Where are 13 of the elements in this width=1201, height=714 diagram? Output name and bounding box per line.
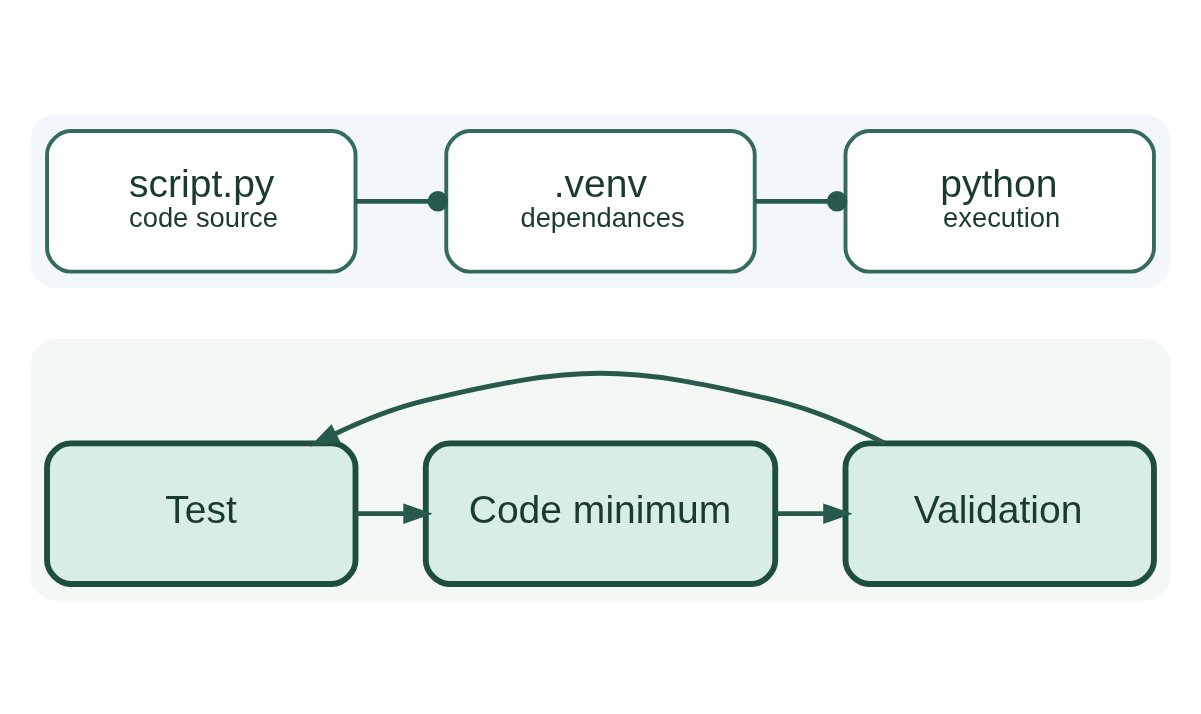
node-box: python execution (843, 128, 1156, 274)
cluster (30, 338, 1171, 601)
cluster (30, 113, 1171, 288)
arrow (309, 370, 886, 446)
node-box: Validation (842, 439, 1157, 587)
node-box: script.py code source (45, 128, 358, 274)
connector (754, 190, 848, 212)
node-box: Code minimum (422, 439, 779, 587)
arrow (775, 502, 853, 524)
connector (355, 190, 449, 212)
node-box: .venv dependances (444, 128, 757, 274)
arrow (355, 502, 433, 524)
node-box: Test (44, 439, 359, 587)
